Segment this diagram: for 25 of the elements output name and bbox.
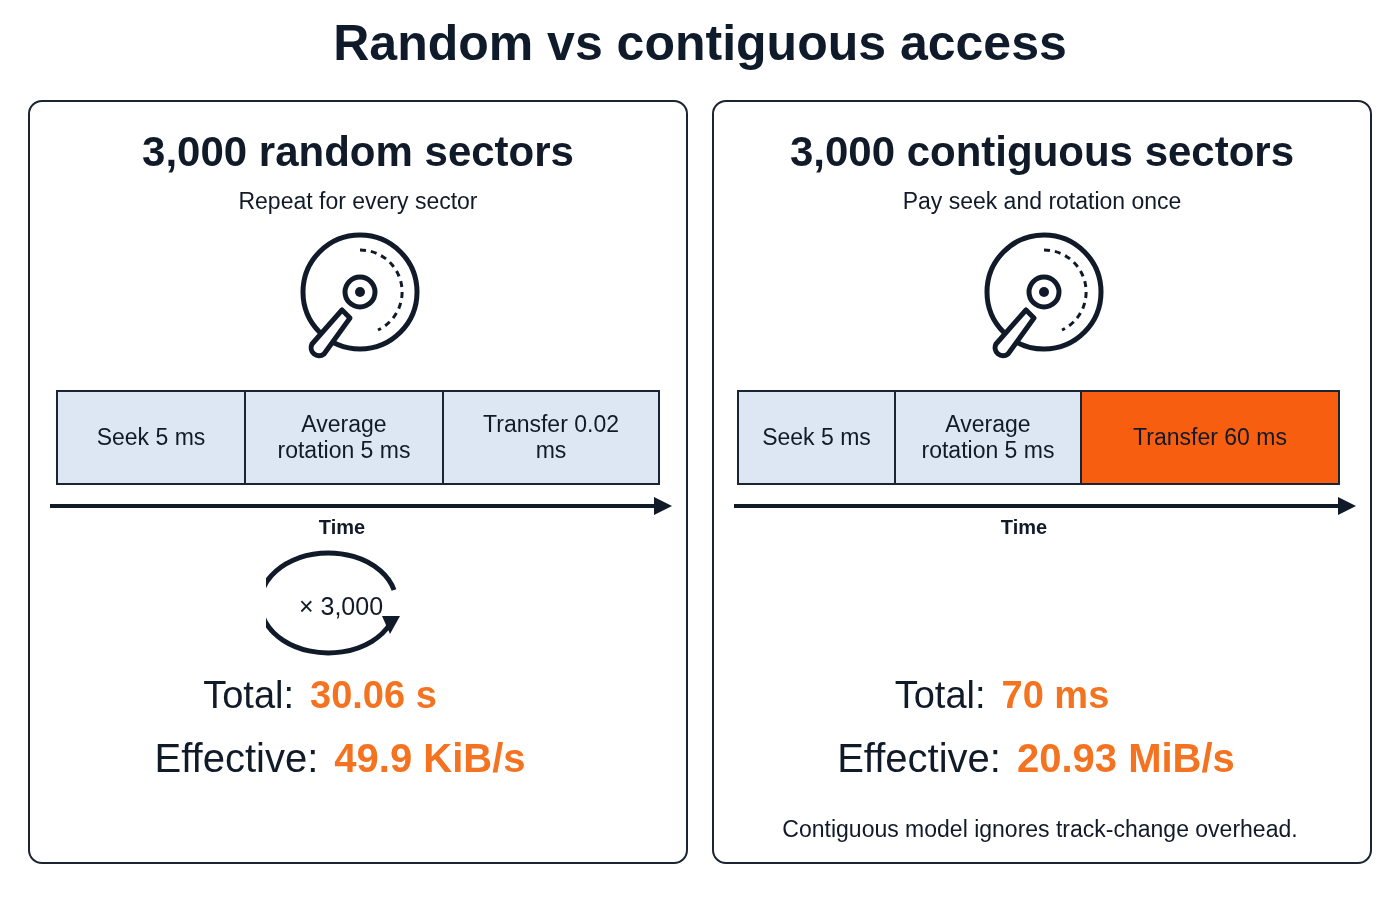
result-label: Effective: (837, 736, 1001, 781)
panel-card (712, 100, 1372, 864)
result-value: 30.06 s (310, 674, 437, 717)
repeat-count: × 3,000 (298, 591, 384, 621)
panel-card (28, 100, 688, 864)
result-value: 70 ms (1001, 674, 1110, 717)
timeline-segment: Transfer 60 ms (1080, 390, 1340, 485)
timeline-segment: Seek 5 ms (737, 390, 896, 485)
timeline-segment: Average rotation 5 ms (244, 390, 444, 485)
footnote: Contiguous model ignores track-change overhead. (782, 816, 1298, 843)
result-value: 20.93 MiB/s (1016, 736, 1235, 781)
panel-subtitle: Pay seek and rotation once (901, 188, 1183, 215)
panel-subtitle: Repeat for every sector (237, 188, 479, 215)
timeline-segment: Average rotation 5 ms (894, 390, 1082, 485)
result-label: Total: (894, 674, 986, 717)
result-label: Effective: (154, 736, 319, 781)
panel-heading: 3,000 contiguous sectors (788, 128, 1296, 176)
timeline-segment: Transfer 0.02 ms (442, 390, 660, 485)
timeline-segment: Seek 5 ms (56, 390, 246, 485)
result-label: Total: (203, 674, 294, 717)
title: Random vs contiguous access (332, 14, 1068, 72)
axis-label: Time (1000, 516, 1048, 539)
axis-label: Time (318, 516, 366, 539)
result-value: 49.9 KiB/s (334, 736, 526, 781)
panel-heading: 3,000 random sectors (141, 128, 575, 176)
